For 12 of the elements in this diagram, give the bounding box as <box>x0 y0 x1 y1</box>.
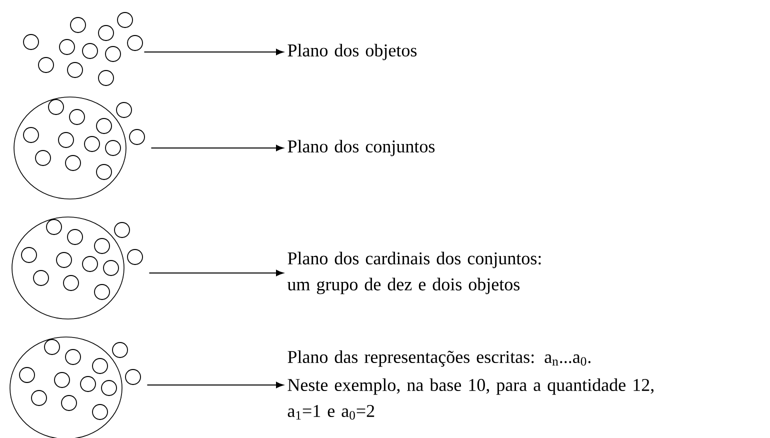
arrow <box>144 48 284 56</box>
description-text: Plano das representações escritas: a$_{n}$...a$_{0}$. Neste exemplo, na base 10, para a quantidade 12, a$_{1}$=1 e a$_{0}$=2 <box>288 350 654 420</box>
description-text: Plano dos objetos <box>288 44 417 60</box>
description-text: Plano dos cardinais dos conjuntos: um grupo de dez e dois objetos <box>287 252 541 294</box>
objects-drawing <box>23 12 143 86</box>
set-of-objects-drawing <box>10 336 141 438</box>
set-of-objects-drawing <box>14 96 145 200</box>
arrow <box>150 144 284 152</box>
set-of-objects-drawing <box>12 216 143 320</box>
arrow <box>148 270 284 276</box>
description-text: Plano dos conjuntos <box>288 140 435 156</box>
arrow <box>146 382 284 388</box>
